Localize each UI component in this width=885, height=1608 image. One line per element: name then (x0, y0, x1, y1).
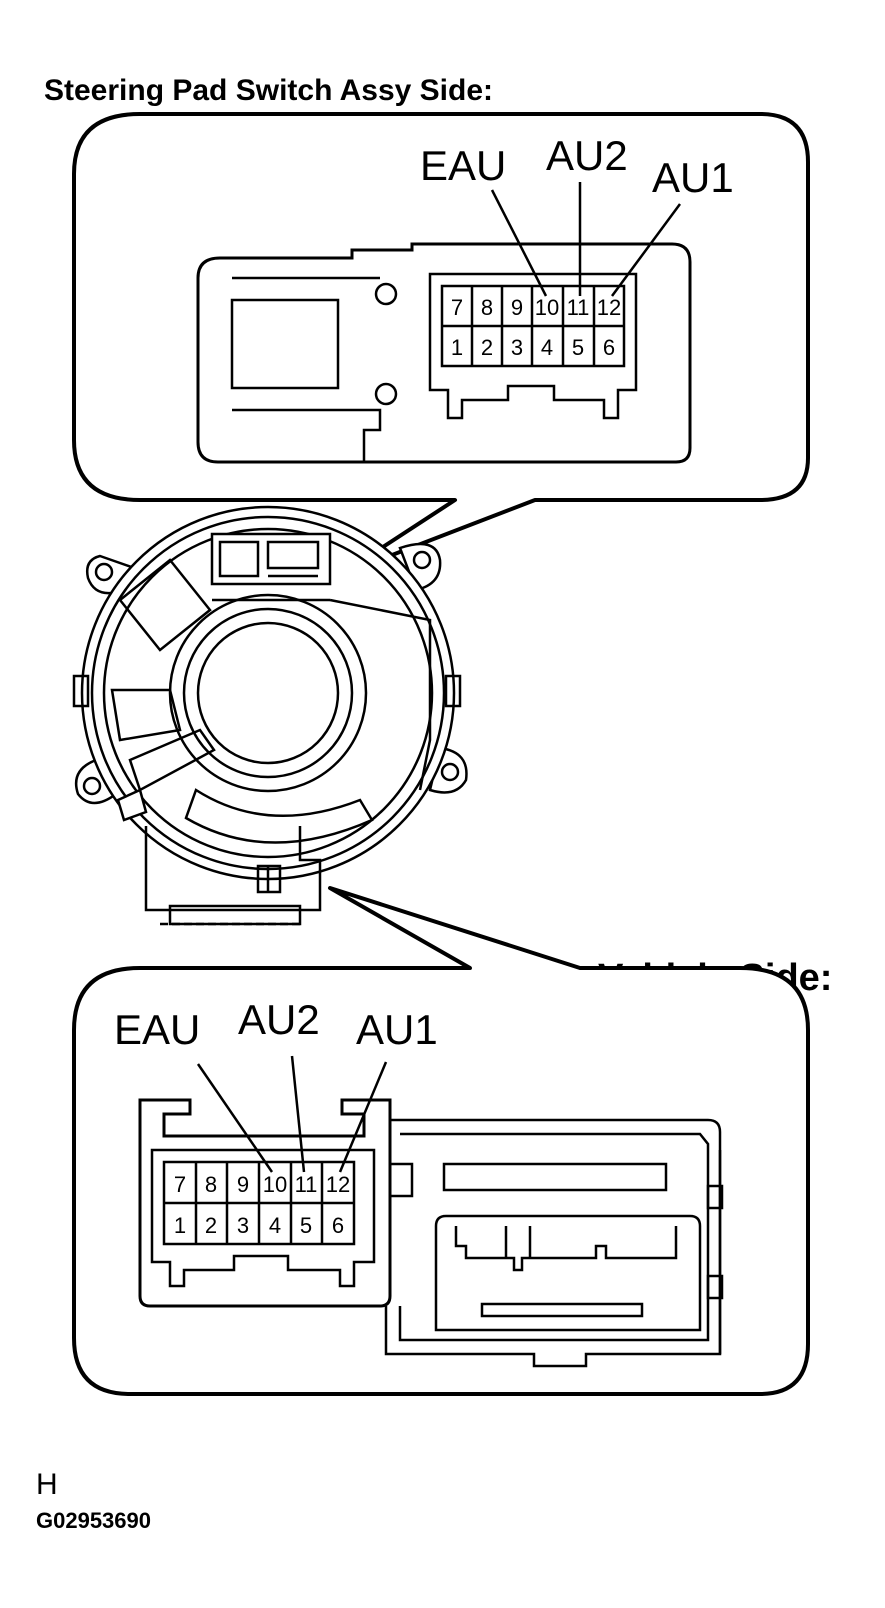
top-label-au1: AU1 (652, 154, 734, 201)
bottom-pin-10: 10 (263, 1172, 287, 1197)
top-connector-housing (196, 242, 692, 464)
bottom-connector-housing (138, 1098, 392, 1308)
spiral-bottom-connector (144, 826, 322, 912)
bottom-pin-11: 11 (295, 1172, 318, 1197)
bottom-connector-face (150, 1148, 376, 1288)
bottom-pin-5: 5 (300, 1213, 312, 1238)
heading-steering-pad-side: Steering Pad Switch Assy Side: (44, 74, 493, 107)
top-pin-6: 6 (603, 335, 615, 360)
bottom-connector-right-body (384, 1118, 724, 1368)
top-label-eau: EAU (420, 142, 506, 189)
spiral-cable-assembly (72, 505, 468, 926)
bottom-pin-6: 6 (332, 1213, 344, 1238)
top-label-au2: AU2 (546, 132, 628, 179)
top-pin-4: 4 (541, 335, 553, 360)
top-pin-3: 3 (511, 335, 523, 360)
top-connector-left-body (230, 276, 398, 462)
bottom-callout-bubble (72, 886, 810, 1396)
bottom-pin-1: 1 (174, 1213, 186, 1238)
bottom-pin-9: 9 (237, 1172, 249, 1197)
figure-code: G02953690 (36, 1508, 151, 1533)
bottom-pin-7: 7 (174, 1172, 186, 1197)
bottom-label-au1: AU1 (356, 1006, 438, 1053)
top-pin-11: 11 (567, 295, 590, 320)
bottom-pin-12: 12 (326, 1172, 350, 1197)
bottom-pin-2: 2 (205, 1213, 217, 1238)
bottom-pin-numbers: 7 8 9 10 11 12 1 2 3 4 5 6 (174, 1172, 350, 1238)
top-pin-numbers: 7 8 9 10 11 12 1 2 3 4 5 6 (451, 295, 621, 360)
bottom-pin-4: 4 (269, 1213, 281, 1238)
bottom-pin-8: 8 (205, 1172, 217, 1197)
top-pin-1: 1 (451, 335, 463, 360)
bottom-label-au2: AU2 (238, 996, 320, 1043)
bottom-leader-lines (196, 1055, 388, 1173)
top-pin-7: 7 (451, 295, 463, 320)
top-connector-face (428, 272, 638, 420)
top-leader-lines (490, 182, 682, 297)
top-pin-9: 9 (511, 295, 523, 320)
bottom-label-eau: EAU (114, 1006, 200, 1053)
top-pin-12: 12 (597, 295, 621, 320)
top-pin-5: 5 (572, 335, 584, 360)
top-pin-8: 8 (481, 295, 493, 320)
top-pin-2: 2 (481, 335, 493, 360)
bottom-pin-3: 3 (237, 1213, 249, 1238)
top-pin-10: 10 (535, 295, 559, 320)
footer-mark: H (36, 1468, 58, 1501)
